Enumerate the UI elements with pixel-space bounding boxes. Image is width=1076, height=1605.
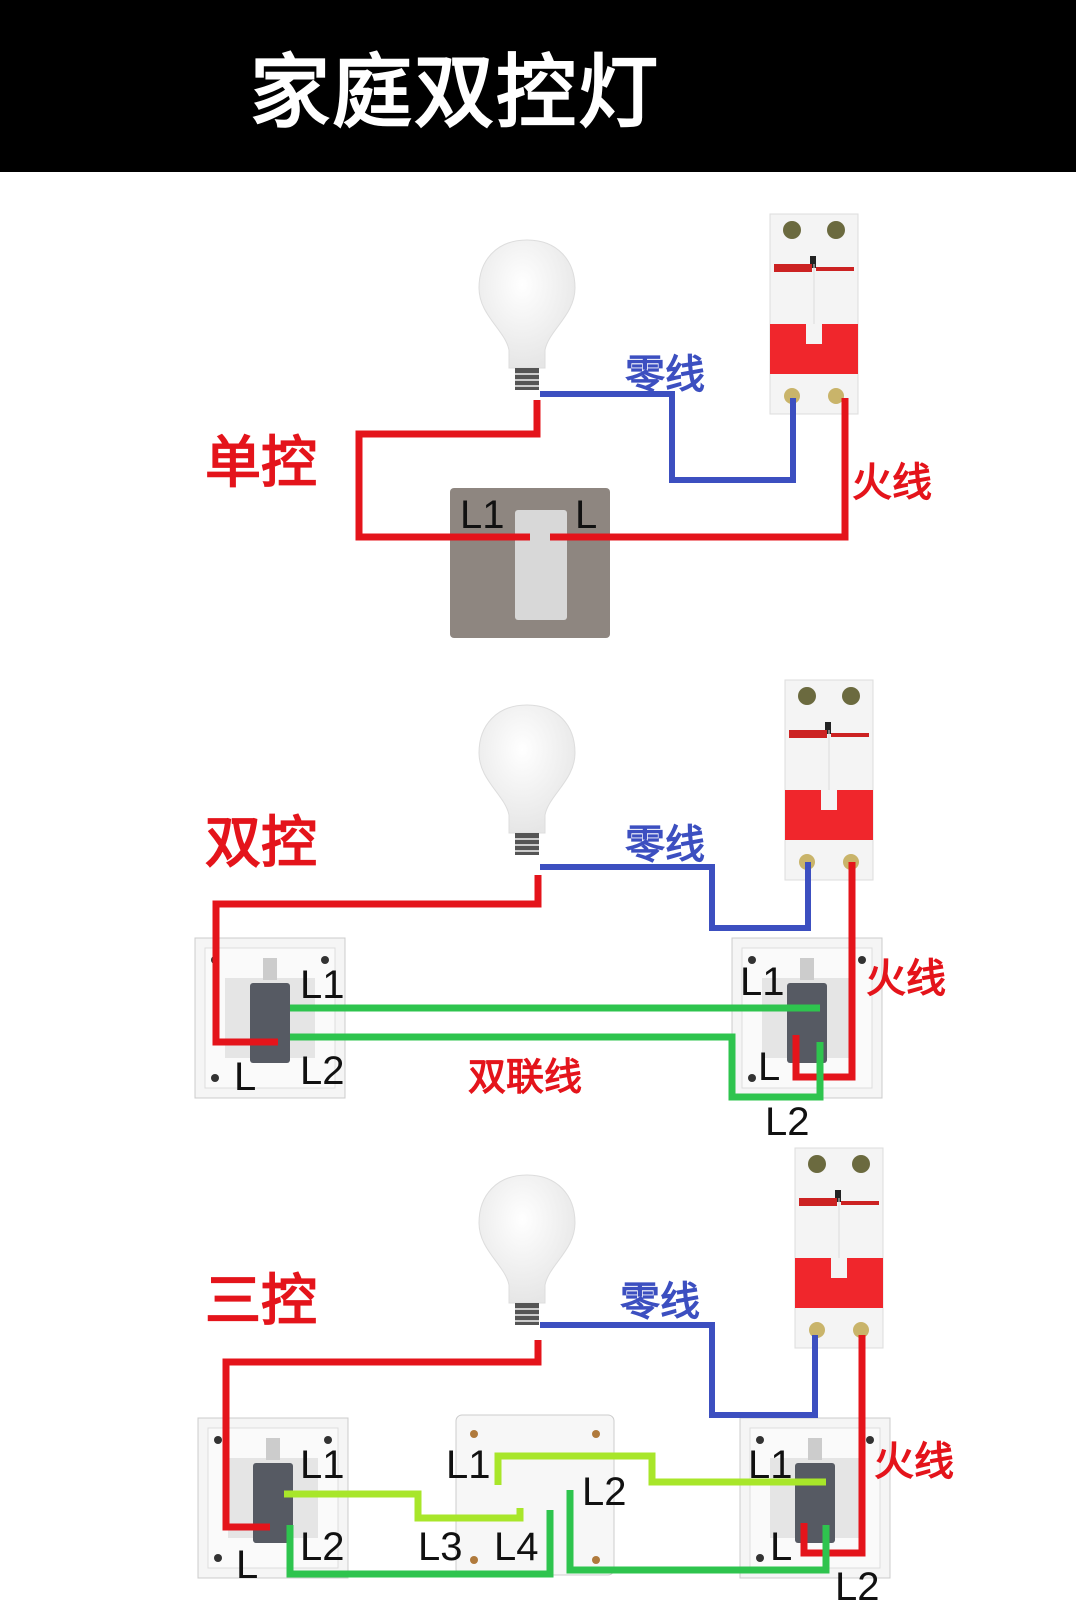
- light-bulb-icon: [478, 704, 576, 856]
- terminal-label: L1: [748, 1443, 793, 1487]
- traveler-wire-l2-to-l4: [286, 1510, 554, 1578]
- page-title: 家庭双控灯: [250, 46, 660, 139]
- neutral-wire: [540, 391, 796, 483]
- live-label: 火线: [866, 956, 946, 1002]
- light-bulb-icon: [478, 239, 576, 391]
- terminal-label: L: [575, 493, 597, 537]
- header-bar: 家庭双控灯: [0, 0, 1076, 172]
- terminal-label: L1: [740, 960, 785, 1004]
- section-three-way-control: 三控 零线 火线 L1 L2 L L1 L2 L3 L4 L1 L L2: [197, 1147, 954, 1605]
- circuit-breaker-icon: [784, 679, 874, 881]
- traveler-wire-l1-to-l3: [284, 1490, 524, 1522]
- terminal-label: L2: [765, 1100, 810, 1144]
- section-two-way-control: 双控 零线 火线 双联线 L1 L2 L L1 L L2: [194, 679, 946, 1144]
- terminal-label: L1: [300, 963, 345, 1007]
- terminal-label: L1: [460, 493, 505, 537]
- traveler-wire-l1-to-right: [494, 1452, 826, 1486]
- terminal-label: L: [234, 1055, 256, 1099]
- single-switch: L1 L: [450, 488, 610, 638]
- live-wire-to-lamp: [355, 400, 541, 541]
- section-title-two-way: 双控: [205, 811, 317, 876]
- terminal-label: L1: [446, 1443, 491, 1487]
- neutral-label: 零线: [625, 822, 705, 868]
- terminal-label: L4: [494, 1525, 539, 1569]
- light-bulb-icon: [478, 1174, 576, 1326]
- terminal-label: L: [770, 1525, 792, 1569]
- terminal-label: L2: [835, 1565, 880, 1605]
- live-wire-to-lamp: [222, 1340, 542, 1531]
- traveler-label: 双联线: [468, 1055, 582, 1099]
- neutral-wire: [540, 862, 811, 931]
- terminal-label: L3: [418, 1525, 463, 1569]
- live-wire-to-lamp: [212, 875, 542, 1046]
- wiring-diagram: 单控 L1 L 零线 火线 双控 零线 火线 双联线 L1 L2 L L: [194, 213, 954, 1605]
- traveler-wire-l2-to-right: [566, 1490, 830, 1574]
- circuit-breaker-icon: [769, 213, 859, 415]
- live-label: 火线: [874, 1439, 954, 1485]
- circuit-breaker-icon: [794, 1147, 884, 1349]
- live-wire-from-breaker: [792, 862, 856, 1081]
- terminal-label: L1: [300, 1443, 345, 1487]
- terminal-label: L2: [582, 1470, 627, 1514]
- section-title-three-way: 三控: [205, 1269, 317, 1334]
- neutral-label: 零线: [620, 1279, 700, 1325]
- section-title-single: 单控: [205, 431, 317, 496]
- terminal-label: L: [758, 1045, 780, 1089]
- neutral-label: 零线: [625, 352, 705, 398]
- terminal-label: L: [236, 1543, 258, 1587]
- live-label: 火线: [852, 460, 932, 506]
- terminal-label: L2: [300, 1049, 345, 1093]
- section-single-control: 单控 L1 L 零线 火线: [205, 213, 932, 638]
- live-wire-from-breaker: [800, 1335, 866, 1557]
- neutral-wire: [540, 1322, 818, 1418]
- terminal-label: L2: [300, 1525, 345, 1569]
- traveler-wire-l2: [290, 1033, 824, 1101]
- live-wire-from-breaker: [550, 398, 849, 541]
